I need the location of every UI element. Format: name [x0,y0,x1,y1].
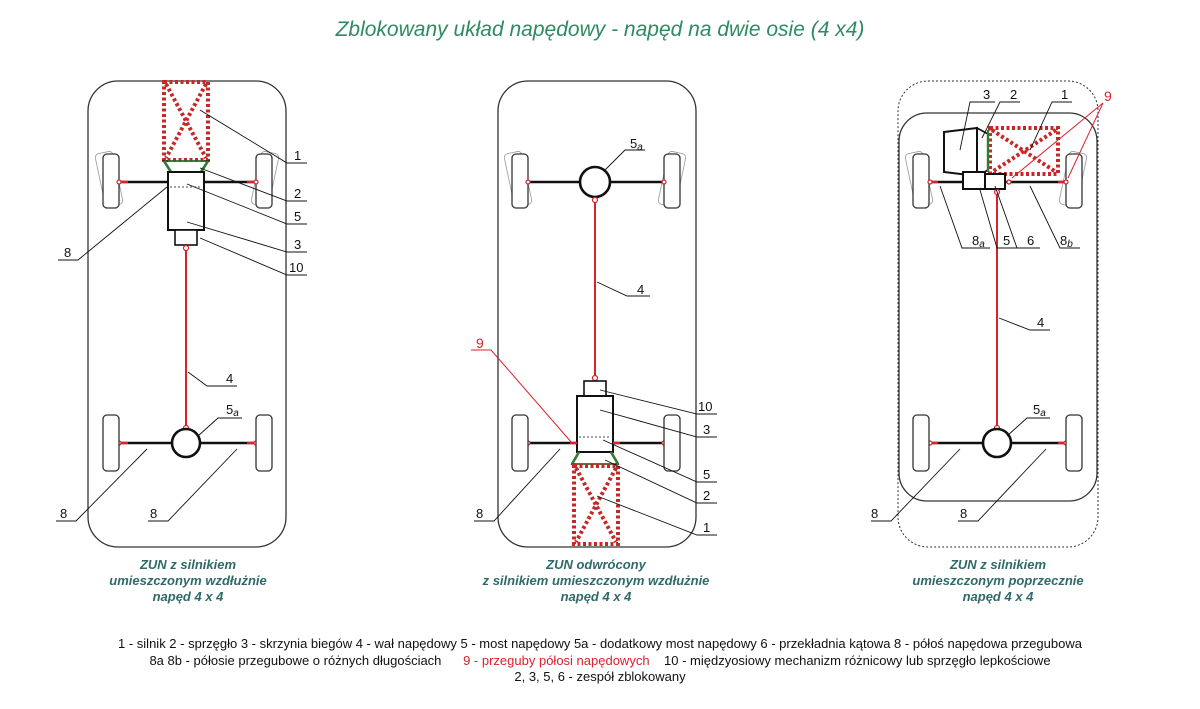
label-8: 8 [476,506,483,521]
label-8b: 8b [1060,233,1073,250]
front-left-wheel [511,153,529,209]
label-4: 4 [1037,315,1044,330]
label-9: 9 [476,335,484,351]
front-left-wheel [912,153,930,209]
panel-1-drivetrain: 1 2 5 3 10 8 4 5a 8 8 [56,80,307,548]
label-2: 2 [294,186,301,201]
engine-block [162,80,210,162]
engine-block [572,464,620,546]
label-4: 4 [637,282,644,297]
rear-left-wheel [102,414,120,472]
gearbox [943,126,978,178]
rear-right-wheel [1065,414,1083,472]
label-3: 3 [983,87,990,102]
label-3: 3 [294,237,301,252]
vehicle-body-outline [898,112,1098,502]
label-5: 5 [294,209,301,224]
rear-right-wheel [255,414,273,472]
panel-2-caption: ZUN odwrócony z silnikiem umieszczonym w… [482,557,710,604]
panel-3-caption: ZUN z silnikiem umieszczonym poprzecznie… [912,557,1084,604]
label-4: 4 [226,371,233,386]
label-8: 8 [960,506,967,521]
label-5a: 5a [226,402,239,419]
rear-axle-differential [981,427,1013,459]
label-1: 1 [1061,87,1068,102]
panel-1-caption: ZUN z silnikiem umieszczonym wzdłużnie n… [109,557,267,604]
panel-2-drivetrain: 5a 4 9 10 3 5 2 1 8 [471,80,717,548]
rear-left-wheel [912,414,930,472]
gearbox [576,395,614,453]
legend-line-2: 8a 8b - półosie przegubowe o różnych dłu… [149,653,1051,668]
label-2: 2 [703,488,710,503]
label-8: 8 [150,506,157,521]
panel-3-drivetrain: 3 2 1 9 8a 5 6 8b 4 5a 8 8 [871,80,1112,548]
front-right-wheel [663,153,681,209]
label-1: 1 [294,148,301,163]
front-axle-differential [578,165,612,199]
front-right-wheel [1065,153,1083,209]
engine-block [988,126,1060,176]
label-5: 5 [1003,233,1010,248]
legend-line-3: 2, 3, 5, 6 - zespół zblokowany [514,669,686,684]
label-8a: 8a [972,233,985,250]
clutch [976,126,989,178]
label-3: 3 [703,422,710,437]
rear-left-wheel [511,414,529,472]
label-6: 6 [1027,233,1034,248]
label-8: 8 [871,506,878,521]
legend-line-1: 1 - silnik 2 - sprzęgło 3 - skrzynia bie… [118,636,1082,651]
center-differential [174,229,198,246]
label-8: 8 [64,245,71,260]
label-5a: 5a [630,136,643,153]
final-drive [962,171,986,190]
front-left-wheel [102,153,120,209]
label-10: 10 [698,399,712,414]
rear-right-wheel [663,414,681,472]
vehicle-body-extended-outline [897,80,1099,548]
label-1: 1 [703,520,710,535]
gearbox [167,171,205,231]
center-differential [583,380,607,397]
label-8: 8 [60,506,67,521]
label-5a: 5a [1033,402,1046,419]
diagram-title: Zblokowany układ napędowy - napęd na dwi… [335,18,865,41]
vehicle-body-outline [497,80,697,548]
label-10: 10 [289,260,303,275]
rear-axle-differential [170,427,202,459]
label-5: 5 [703,467,710,482]
label-2: 2 [1010,87,1017,102]
label-9: 9 [1104,88,1112,104]
